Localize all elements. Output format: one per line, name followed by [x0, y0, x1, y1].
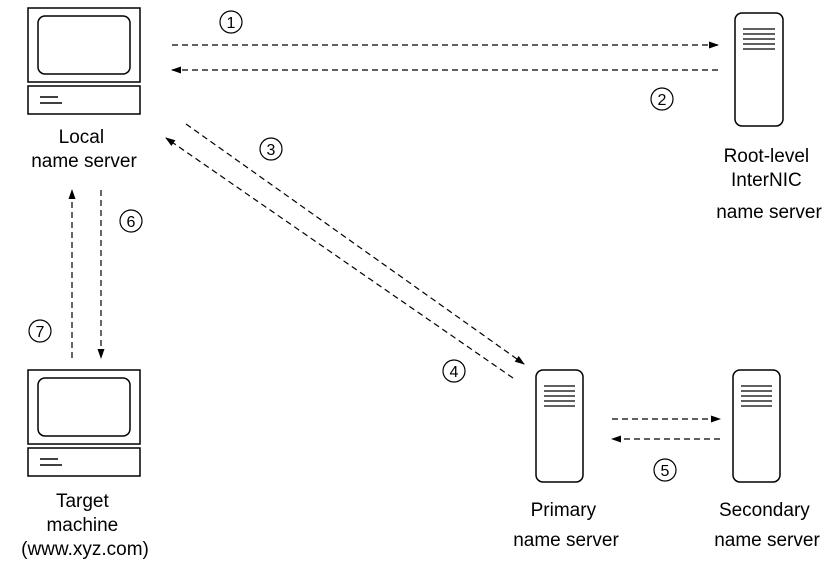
step-number: 5	[661, 463, 670, 480]
root-server-label-line: name server	[716, 202, 822, 223]
root-server-tower-icon	[734, 12, 784, 127]
secondary-server-tower-icon	[732, 369, 781, 483]
step-4-arrow	[165, 137, 514, 379]
step-number: 6	[127, 214, 136, 231]
target-machine-label-line: Target	[56, 491, 110, 512]
root-server-label: Root-level InterNIC name server	[716, 146, 822, 223]
step-badge-3: 3	[259, 137, 283, 161]
step-number: 3	[267, 142, 276, 159]
target-machine-label-line: machine	[46, 515, 118, 536]
secondary-server-label-line: Secondary	[719, 500, 810, 521]
step-number: 1	[227, 15, 236, 32]
primary-server-label: Primary name server	[513, 500, 619, 551]
target-machine-label: Target machine (www.xyz.com)	[21, 491, 149, 560]
step-badge-2: 2	[650, 87, 674, 111]
local-name-server-computer-icon	[27, 7, 141, 115]
step-badge-6: 6	[119, 209, 143, 233]
target-machine-label-line: (www.xyz.com)	[21, 539, 149, 560]
secondary-server-label-line: name server	[714, 530, 820, 551]
primary-server-tower-icon	[535, 369, 584, 483]
step-number: 4	[450, 364, 459, 381]
secondary-server-label: Secondary name server	[714, 500, 820, 551]
step-badge-7: 7	[28, 319, 52, 343]
step-badge-5: 5	[653, 458, 677, 482]
primary-server-label-line: Primary	[531, 500, 597, 521]
local-server-label: Local name server	[31, 127, 137, 172]
step-badge-4: 4	[442, 359, 466, 383]
root-server-label-line: Root-level	[724, 146, 810, 167]
step-badge-1: 1	[219, 10, 243, 34]
local-server-label-line: name server	[31, 151, 137, 172]
step-number: 7	[36, 324, 45, 341]
step-number: 2	[658, 92, 667, 109]
primary-server-label-line: name server	[513, 530, 619, 551]
root-server-label-line: InterNIC	[731, 170, 802, 191]
target-machine-computer-icon	[27, 369, 141, 477]
step-3-arrow	[185, 123, 525, 365]
local-server-label-line: Local	[59, 127, 104, 148]
